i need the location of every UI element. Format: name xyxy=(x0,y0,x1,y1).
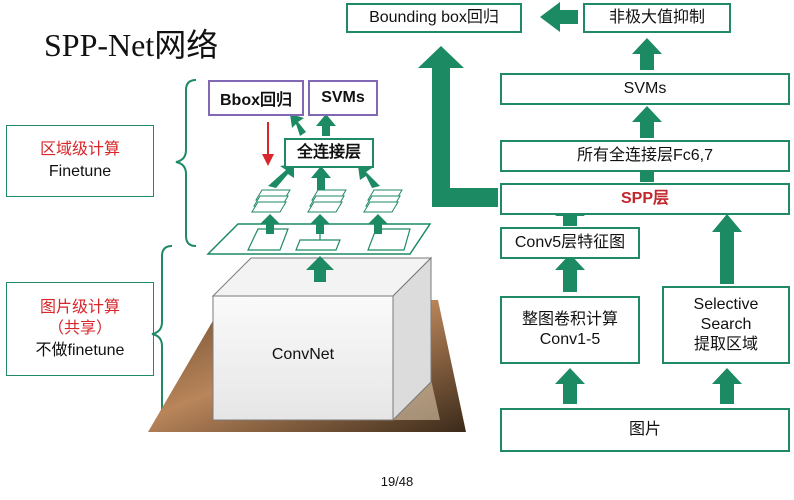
fc-layers-box: 所有全连接层Fc6,7 xyxy=(500,140,790,172)
whole-image-conv-title: 整图卷积计算 xyxy=(521,311,618,328)
whole-image-conv-box: 整图卷积计算 Conv1-5 xyxy=(500,296,640,364)
selective-search-line1: Selective xyxy=(693,296,759,313)
pipeline-arrows xyxy=(418,2,742,404)
region-level-sub: Finetune xyxy=(48,163,112,180)
left-arrows xyxy=(260,114,388,282)
whole-image-conv-layers: Conv1-5 xyxy=(539,331,601,348)
selective-search-line3: 提取区域 xyxy=(693,336,758,353)
region-level-box: 区域级计算 Finetune xyxy=(6,125,154,197)
pooled-feature-stack-1 xyxy=(251,189,291,213)
brace-image-icon xyxy=(151,245,173,421)
convnet-block-front xyxy=(212,295,394,421)
image-level-box: 图片级计算 （共享） 不做finetune xyxy=(6,282,154,376)
slide-title: SPP-Net网络 xyxy=(44,27,219,63)
nms-box: 非极大值抑制 xyxy=(583,3,731,33)
image-level-sub: 不做finetune xyxy=(35,341,125,359)
pooled-feature-stack-3 xyxy=(363,189,403,213)
bounding-box-regression-box: Bounding box回归 xyxy=(346,3,522,33)
conv5-feature-map-box: Conv5层特征图 xyxy=(500,227,640,259)
bbox-regression-box: Bbox回归 xyxy=(208,80,304,116)
region-level-title: 区域级计算 xyxy=(39,141,120,159)
svms-box: SVMs xyxy=(308,80,378,116)
brace-region-icon xyxy=(175,79,197,247)
svms-stage-box: SVMs xyxy=(500,73,790,105)
input-image-box: 图片 xyxy=(500,408,790,452)
page-number: 19/48 xyxy=(380,474,414,489)
pooled-feature-stack-2 xyxy=(307,189,347,213)
arrow-nms-to-bbox xyxy=(540,2,578,32)
spp-layer-box: SPP层 xyxy=(500,183,790,215)
selective-search-line2: Search xyxy=(700,316,752,333)
selective-search-box: Selective Search 提取区域 xyxy=(662,286,790,364)
image-level-shared: （共享） xyxy=(47,320,112,338)
convnet-label: ConvNet xyxy=(271,346,335,363)
fully-connected-box: 全连接层 xyxy=(284,138,374,168)
image-level-title: 图片级计算 xyxy=(39,298,120,316)
l-shaped-arrow xyxy=(418,46,498,207)
red-arrow-icon xyxy=(262,154,274,166)
